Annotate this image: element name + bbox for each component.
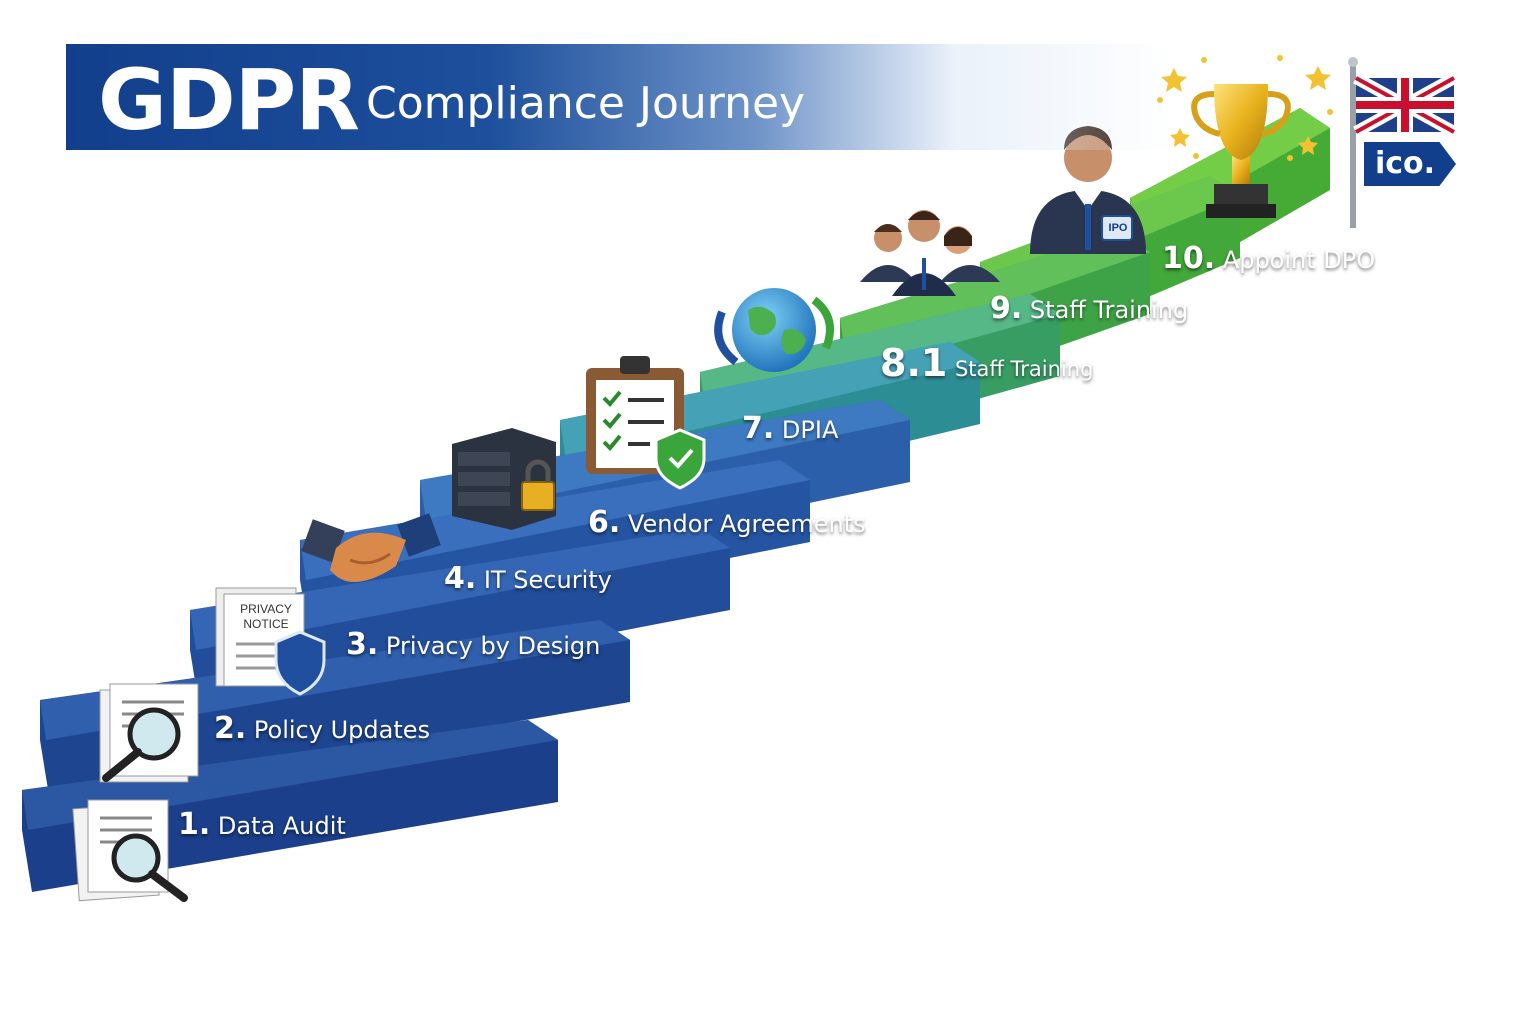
privacy-notice-label: PRIVACY NOTICE <box>240 602 292 631</box>
step-text: DPIA <box>781 416 839 444</box>
step-text: Appoint DPO <box>1222 246 1376 274</box>
page-title: GDPR <box>98 51 360 149</box>
step-4-label: 4. IT Security <box>444 562 612 597</box>
step-number: 6. <box>588 505 621 540</box>
step-number: 2. <box>214 711 247 746</box>
step-text: Staff Training <box>954 357 1094 381</box>
stair-step-top <box>300 460 810 580</box>
document-magnifier-icon-2 <box>99 683 199 783</box>
step-10-label: 10. Appoint DPO <box>1162 242 1375 277</box>
step-2-label: 2. Policy Updates <box>214 712 430 747</box>
step-number: 7. <box>742 411 775 446</box>
step-text: Policy Updates <box>253 716 431 744</box>
step-number: 1. <box>178 807 211 842</box>
step-text: Privacy by Design <box>385 632 601 660</box>
step-text: Vendor Agreements <box>627 510 866 538</box>
step-3-label: 3. Privacy by Design <box>346 628 600 663</box>
clipboard-checklist-shield-icon <box>586 356 706 490</box>
title-banner <box>66 44 1176 150</box>
ico-sign: ico. <box>1364 142 1456 186</box>
step-number: 4. <box>444 561 477 596</box>
step-number: 9. <box>990 291 1023 326</box>
step-text: Staff Training <box>1029 296 1189 324</box>
handshake-icon <box>301 513 441 582</box>
dpo-badge-label: IPO <box>1108 222 1128 234</box>
step-8-label: 8.1 Staff Training <box>880 344 1094 386</box>
step-7-label: 7. DPIA <box>742 412 838 447</box>
page-subtitle: Compliance Journey <box>366 78 806 129</box>
step-number: 10. <box>1162 241 1216 276</box>
step-text: IT Security <box>483 566 612 594</box>
union-jack-flag-icon <box>1348 57 1457 228</box>
globe-arrows-icon <box>714 288 834 372</box>
document-magnifier-icon <box>72 799 188 902</box>
server-lock-icon <box>452 428 556 530</box>
step-9-label: 9. Staff Training <box>990 292 1188 327</box>
step-1-label: 1. Data Audit <box>178 808 346 843</box>
dpo-person-icon <box>1030 126 1146 254</box>
step-number: 3. <box>346 627 379 662</box>
privacy-notice-shield-icon <box>215 587 326 696</box>
step-6-label: 6. Vendor Agreements <box>588 506 866 541</box>
step-text: Data Audit <box>217 812 346 840</box>
step-number: 8.1 <box>880 341 948 385</box>
staff-group-icon <box>860 210 1000 296</box>
stair-step-top <box>190 528 730 650</box>
